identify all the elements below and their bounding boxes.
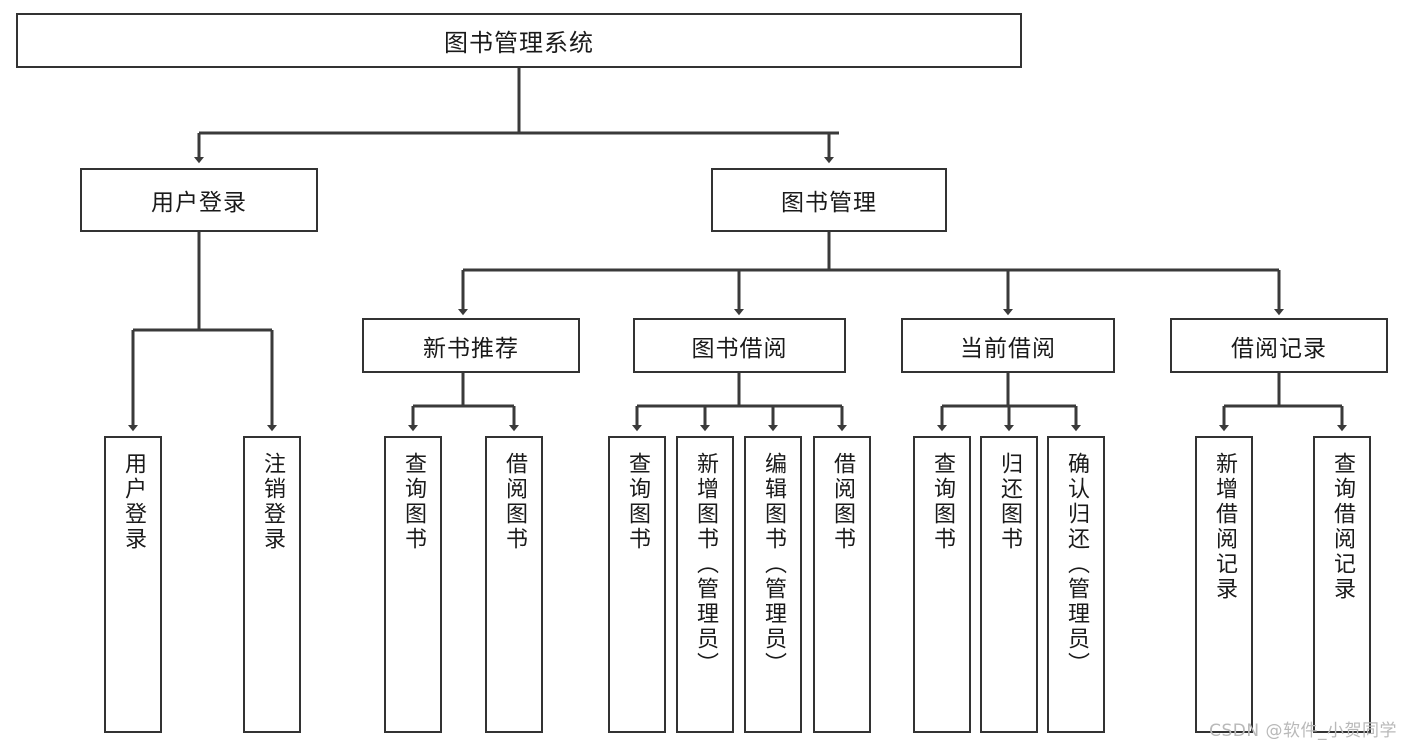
leaf-query-books-borrowing[interactable]: 查询图书 [608, 436, 666, 733]
node-label: 当前借阅 [960, 335, 1056, 362]
node-label: 图书管理 [781, 190, 877, 216]
leaf-add-borrowing-record[interactable]: 新增借阅记录 [1195, 436, 1253, 733]
node-label: 查询图书 [625, 452, 650, 552]
leaf-query-books-current[interactable]: 查询图书 [913, 436, 971, 733]
node-label: 图书借阅 [691, 335, 788, 362]
node-label: 新增图书（管理员） [693, 452, 718, 677]
node-label: 编辑图书（管理员） [761, 452, 786, 677]
node-label: 新书推荐 [423, 335, 519, 362]
node-label: 借阅图书 [502, 452, 527, 552]
node-book-management[interactable]: 图书管理 [711, 168, 947, 232]
leaf-borrow-books-recommendation[interactable]: 借阅图书 [485, 436, 543, 733]
node-user-login[interactable]: 用户登录 [80, 168, 318, 232]
node-label: 查询图书 [930, 452, 955, 552]
node-label: 查询图书 [401, 452, 426, 552]
node-label: 确认归还（管理员） [1064, 452, 1089, 677]
leaf-logout[interactable]: 注销登录 [243, 436, 301, 733]
node-label: 归还图书 [997, 452, 1022, 552]
node-borrowing-records[interactable]: 借阅记录 [1170, 318, 1388, 373]
leaf-query-borrowing-record[interactable]: 查询借阅记录 [1313, 436, 1371, 733]
leaf-edit-book-admin[interactable]: 编辑图书（管理员） [744, 436, 802, 733]
node-label: 用户登录 [121, 452, 146, 552]
csdn-watermark: CSDN @软件_小贺同学 [1209, 721, 1397, 741]
node-new-book-recommendation[interactable]: 新书推荐 [362, 318, 580, 373]
node-label: 图书管理系统 [444, 29, 594, 57]
node-label: 借阅记录 [1231, 335, 1327, 362]
node-label: 注销登录 [260, 452, 285, 552]
node-label: 用户登录 [151, 190, 247, 216]
leaf-query-books-recommendation[interactable]: 查询图书 [384, 436, 442, 733]
node-current-borrowing[interactable]: 当前借阅 [901, 318, 1115, 373]
leaf-confirm-return-admin[interactable]: 确认归还（管理员） [1047, 436, 1105, 733]
node-label: 借阅图书 [830, 452, 855, 552]
node-label: 查询借阅记录 [1330, 452, 1355, 602]
leaf-borrow-books-borrowing[interactable]: 借阅图书 [813, 436, 871, 733]
leaf-add-book-admin[interactable]: 新增图书（管理员） [676, 436, 734, 733]
node-label: 新增借阅记录 [1212, 452, 1237, 602]
node-root-book-management-system[interactable]: 图书管理系统 [16, 13, 1022, 68]
leaf-user-login[interactable]: 用户登录 [104, 436, 162, 733]
leaf-return-books[interactable]: 归还图书 [980, 436, 1038, 733]
node-book-borrowing[interactable]: 图书借阅 [633, 318, 846, 373]
